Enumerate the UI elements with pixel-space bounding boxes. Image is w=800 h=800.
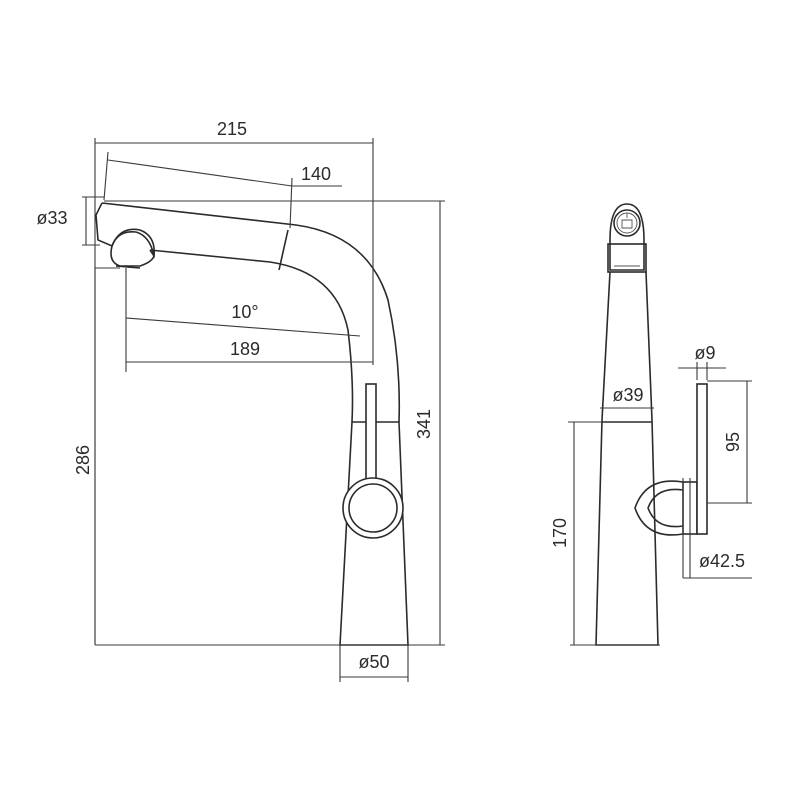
dim-angle-label: 10° (231, 302, 258, 322)
spray-nozzle (110, 230, 155, 267)
dim-9-label: ø9 (694, 343, 715, 363)
cartridge-side-inner (647, 488, 684, 528)
dim-95-label: 95 (723, 432, 743, 452)
head-collar-side (607, 243, 647, 273)
dim-140-ext-left (103, 151, 109, 201)
dim-341-label: 341 (414, 409, 434, 439)
dim-33-label: ø33 (36, 208, 67, 228)
angle-arc-line (125, 317, 361, 337)
dim-39-label: ø39 (612, 385, 643, 405)
spray-button-icon (621, 213, 633, 229)
spray-head (95, 202, 156, 259)
nozzle-tip (115, 265, 141, 269)
faucet-body-side (595, 271, 659, 646)
dim-215-label: 215 (217, 119, 247, 139)
dim-286-label: 286 (73, 445, 93, 475)
spout-head-side (609, 203, 645, 271)
spout-lower-outline (149, 249, 354, 423)
cartridge-knob-inner-front (348, 483, 398, 533)
spout-upper-outline (101, 202, 401, 423)
cartridge-side-outer (634, 480, 684, 536)
cartridge-knob-front (342, 477, 404, 539)
spray-button-outer (613, 209, 641, 237)
lever-handle-side (696, 383, 708, 535)
lever-handle-front (365, 383, 377, 485)
dim-50-label: ø50 (358, 652, 389, 672)
front-view: 215 140 ø33 10° 189 286 341 ø50 (36, 119, 445, 682)
dim-42-5-label: ø42.5 (699, 551, 745, 571)
dim-189-label: 189 (230, 339, 260, 359)
side-view: ø9 ø39 95 170 ø42.5 (550, 203, 752, 646)
dim-140-label: 140 (301, 164, 331, 184)
dim-170-label: 170 (550, 518, 570, 548)
spout-joint-line (278, 229, 289, 271)
dim-140-ext-right (289, 177, 293, 229)
dim-140-line (107, 159, 293, 187)
